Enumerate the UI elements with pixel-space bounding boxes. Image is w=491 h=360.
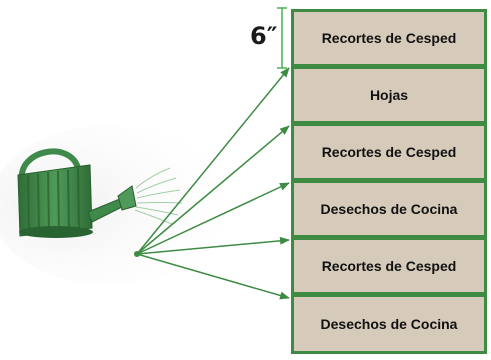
layer-4-label: Desechos de Cocina — [320, 201, 458, 217]
depth-measure-label: 6″ — [250, 22, 278, 50]
layer-6-label: Desechos de Cocina — [320, 316, 458, 332]
arrow-to-layer-1 — [136, 67, 290, 255]
compost-layer-stack: Recortes de Cesped Hojas Recortes de Ces… — [291, 9, 487, 354]
arrow-to-layer-4 — [136, 236, 290, 255]
layer-1: Recortes de Cesped — [294, 12, 484, 64]
arrow-to-layer-3 — [136, 182, 290, 255]
layer-3: Recortes de Cesped — [294, 126, 484, 178]
layer-1-label: Recortes de Cesped — [321, 30, 457, 46]
layer-6: Desechos de Cocina — [294, 297, 484, 351]
arrow-origin-point — [134, 251, 140, 257]
layer-5-label: Recortes de Cesped — [321, 258, 457, 274]
watering-can-icon — [17, 148, 137, 238]
arrows — [136, 67, 290, 300]
arrow-to-layer-2 — [136, 125, 290, 255]
measurement-bracket — [277, 7, 287, 69]
layer-4: Desechos de Cocina — [294, 183, 484, 235]
layer-3-label: Recortes de Cesped — [321, 144, 457, 160]
arrow-to-layer-5 — [136, 253, 290, 300]
layer-2-label: Hojas — [369, 87, 409, 103]
layer-5: Recortes de Cesped — [294, 240, 484, 292]
layer-2: Hojas — [294, 69, 484, 121]
